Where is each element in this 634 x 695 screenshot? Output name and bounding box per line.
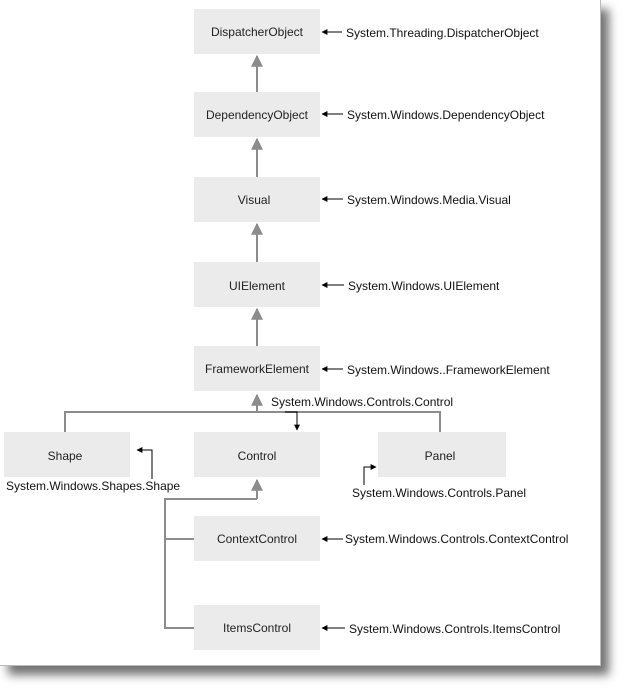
- node-control: Control: [194, 432, 320, 477]
- node-label: Panel: [425, 449, 456, 463]
- contextcontrol-namespace: System.Windows.Controls.ContextControl: [345, 532, 568, 546]
- node-label: DispatcherObject: [211, 25, 304, 39]
- shape-namespace: System.Windows.Shapes.Shape: [6, 479, 180, 493]
- node-uielement: UIElement: [194, 262, 320, 307]
- panel-namespace-arrow: [363, 464, 377, 485]
- node-dependency-object: DependencyObject: [194, 92, 320, 137]
- node-label: ContextControl: [217, 532, 297, 546]
- node-shape: Shape: [4, 432, 130, 477]
- dispatcher-namespace: System.Threading.DispatcherObject: [346, 26, 539, 40]
- control-namespace-arrow: [285, 411, 300, 431]
- node-label: FrameworkElement: [205, 362, 310, 376]
- node-label: UIElement: [229, 279, 286, 293]
- node-dispatcher-object: DispatcherObject: [194, 9, 320, 54]
- visual-namespace: System.Windows.Media.Visual: [347, 193, 511, 207]
- controls-stem-connector: [164, 498, 257, 539]
- node-label: ItemsControl: [223, 621, 291, 635]
- node-visual: Visual: [194, 177, 320, 222]
- node-framework-element: FrameworkElement: [194, 346, 320, 391]
- children-to-framework-connector: [64, 411, 441, 432]
- panel-namespace: System.Windows.Controls.Panel: [352, 486, 526, 500]
- shape-namespace-arrow: [136, 447, 153, 479]
- dependency-namespace: System.Windows.DependencyObject: [347, 108, 545, 122]
- node-label: Control: [238, 449, 277, 463]
- node-label: Shape: [48, 449, 83, 463]
- node-panel: Panel: [378, 432, 506, 477]
- node-label: DependencyObject: [206, 108, 309, 122]
- node-context-control: ContextControl: [194, 516, 320, 561]
- framework-namespace: System.Windows..FrameworkElement: [347, 363, 550, 377]
- node-label: Visual: [238, 193, 270, 207]
- controls-to-control-connector: [164, 538, 195, 629]
- uielement-namespace: System.Windows.UIElement: [348, 279, 500, 293]
- control-namespace: System.Windows.Controls.Control: [271, 395, 453, 409]
- itemscontrol-namespace: System.Windows.Controls.ItemsControl: [349, 622, 560, 636]
- node-items-control: ItemsControl: [194, 605, 320, 650]
